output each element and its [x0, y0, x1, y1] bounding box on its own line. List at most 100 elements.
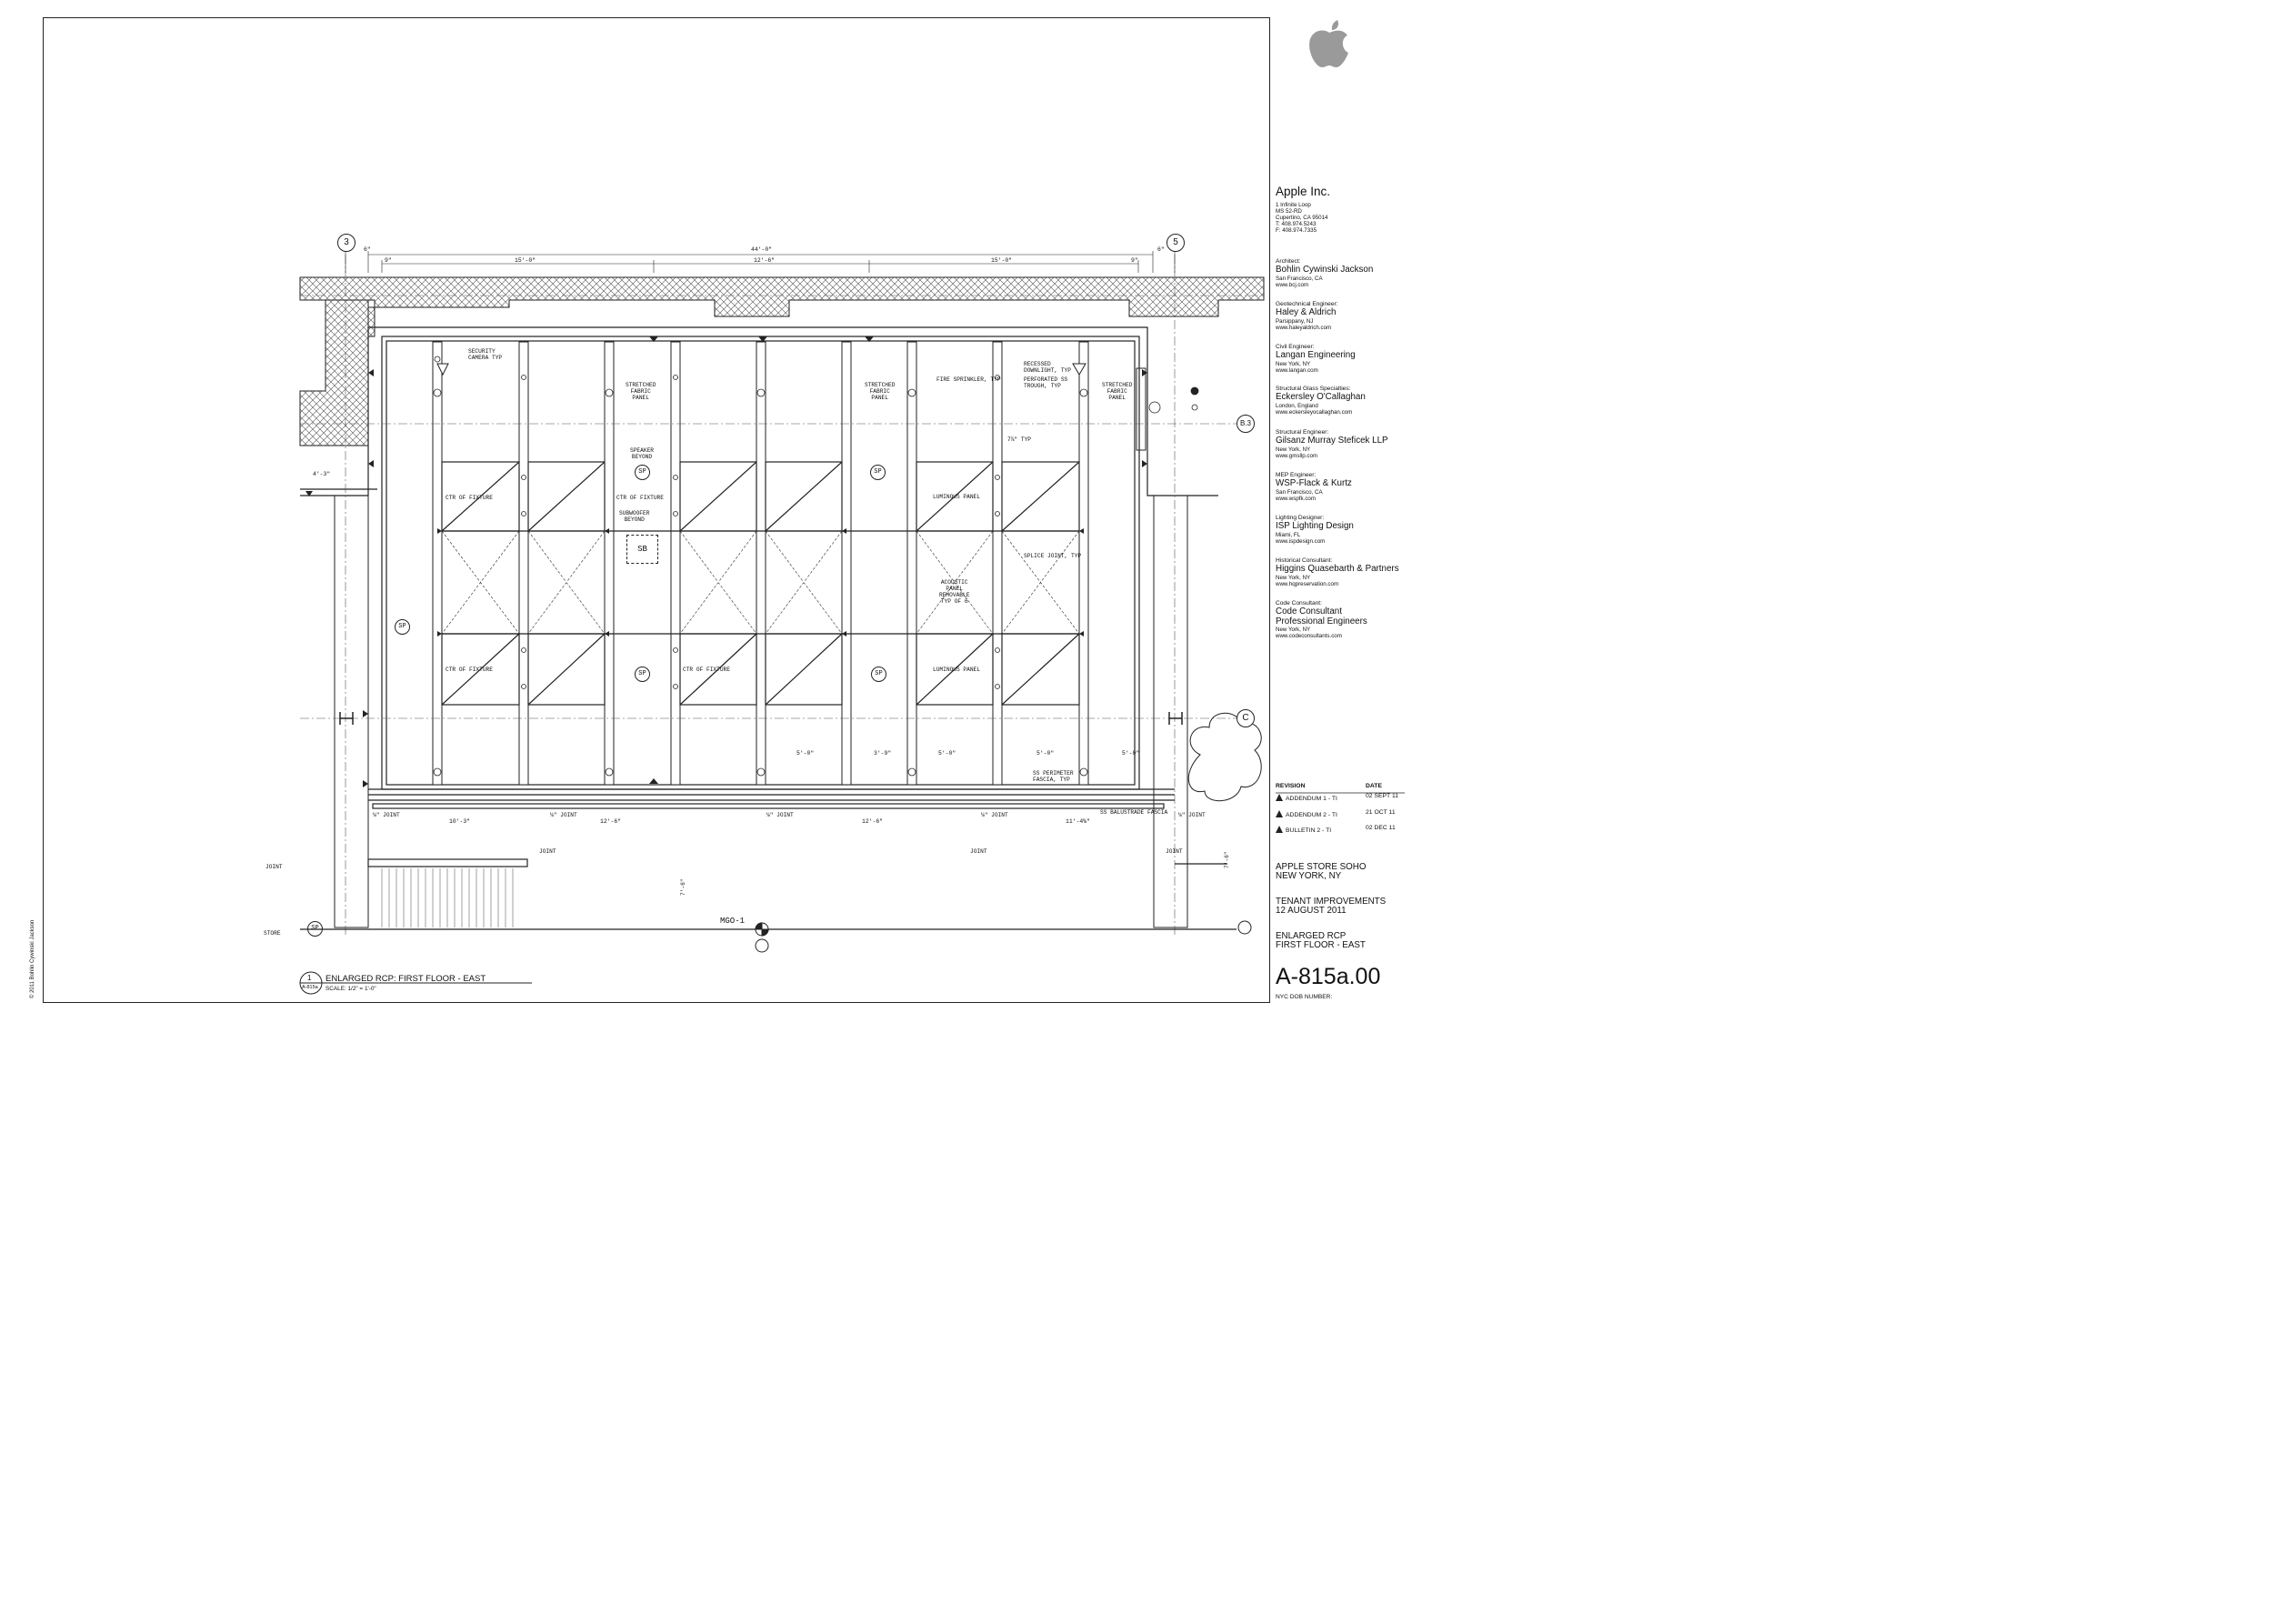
project-name: APPLE STORE SOHO NEW YORK, NY — [1276, 862, 1367, 881]
sheet-number: A-815a.00 — [1276, 964, 1381, 989]
consultant-role: Historical Consultant: — [1276, 557, 1333, 564]
consultant-geotechnical: Geotechnical Engineer: Haley & Aldrich P… — [1276, 301, 1421, 331]
speaker-symbol-1: SP — [635, 465, 650, 480]
callout-splice-joint: SPLICE JOINT, TYP — [1024, 553, 1082, 559]
sprinkler-heads — [433, 388, 1088, 777]
callout-joint-9: JOINT — [265, 864, 283, 870]
downlights — [434, 356, 1199, 689]
consultant-firm: Eckersley O'Callaghan — [1276, 392, 1366, 402]
revision-label: ADDENDUM 2 - TI — [1286, 812, 1337, 818]
consultant-details: New York, NY www.hqpreservation.com — [1276, 574, 1339, 587]
dim-9-left: 9" — [385, 257, 392, 264]
grid-bubble-b3: B.3 — [1237, 415, 1255, 433]
dim-10-3: 10'-3" — [449, 818, 471, 825]
callout-joint-8: JOINT — [1166, 848, 1183, 855]
dim-overall: 44'-0" — [751, 246, 773, 253]
subwoofer-box: SB — [626, 535, 658, 564]
consultant-details: New York, NY www.gmsllp.com — [1276, 446, 1318, 459]
dim-5-c: 5'-0" — [1036, 750, 1055, 757]
callout-ctr-fixture-2: CTR OF FIXTURE — [616, 495, 664, 501]
revision-date: 02 DEC 11 — [1366, 825, 1396, 831]
consultant-historical: Historical Consultant: Higgins Quasebart… — [1276, 557, 1421, 587]
consultant-firm: Bohlin Cywinski Jackson — [1276, 265, 1374, 275]
callout-mgo: MGO-1 — [720, 917, 746, 926]
callout-luminous-panel-2: LUMINOUS PANEL — [933, 667, 980, 673]
consultant-firm: Haley & Aldrich — [1276, 307, 1337, 317]
dim-7-6-right: 7'-6" — [1224, 851, 1230, 868]
consultant-details: San Francisco, CA www.bcj.com — [1276, 275, 1323, 288]
slab-hatch — [299, 276, 1265, 446]
dim-5-b: 5'-0" — [938, 750, 956, 757]
mgo-symbol — [755, 920, 1252, 953]
dim-12-6: 12'-6" — [754, 257, 776, 264]
grid-bubble-5: 5 — [1167, 234, 1185, 252]
sheet-title: ENLARGED RCP FIRST FLOOR - EAST — [1276, 931, 1366, 950]
consultant-firm: Gilsanz Murray Steficek LLP — [1276, 436, 1388, 446]
drawing-sheet-border — [43, 17, 1270, 1003]
callout-recessed-downlight: RECESSED DOWNLIGHT, TYP — [1024, 361, 1071, 374]
consultant-details: London, England www.eckersleyocallaghan.… — [1276, 402, 1353, 416]
revision-date-header: DATE — [1366, 783, 1382, 789]
consultant-firm: ISP Lighting Design — [1276, 521, 1354, 531]
revision-triangle-icon — [1276, 826, 1283, 833]
grid-bubble-3: 3 — [337, 234, 355, 252]
consultant-firm: Langan Engineering — [1276, 350, 1356, 360]
callout-joint-4: ⅛" JOINT — [981, 812, 1008, 818]
consultant-mep: MEP Engineer: WSP-Flack & Kurtz San Fran… — [1276, 472, 1421, 502]
callout-ss-perimeter: SS PERIMETER FASCIA, TYP — [1033, 770, 1074, 783]
dim-5-d: 5'-0" — [1122, 750, 1140, 757]
consultant-role: Structural Glass Specialties: — [1276, 386, 1351, 392]
consultant-structural: Structural Engineer: Gilsanz Murray Stef… — [1276, 429, 1421, 459]
callout-fabric-panel-2: STRETCHED FABRIC PANEL — [865, 382, 896, 401]
dim-9-right: 9" — [1131, 257, 1138, 264]
callout-perforated-trough: PERFORATED SS TROUGH, TYP — [1024, 376, 1068, 389]
dim-6-right: 6" — [1157, 246, 1165, 253]
consultant-firm: Code Consultant Professional Engineers — [1276, 606, 1367, 627]
dim-3-9: 3'-9" — [874, 750, 892, 757]
callout-joint-3: ⅛" JOINT — [766, 812, 794, 818]
consultant-firm: Higgins Quasebarth & Partners — [1276, 564, 1399, 574]
speaker-symbol-6: SP — [307, 921, 323, 937]
callout-luminous-panel-1: LUMINOUS PANEL — [933, 494, 980, 500]
callout-speaker: SPEAKER BEYOND — [630, 447, 654, 460]
copyright: © 2011 Bohlin Cywinski Jackson — [30, 919, 35, 998]
callout-fabric-panel-3: STRETCHED FABRIC PANEL — [1102, 382, 1133, 401]
dim-11-4: 11'-4⅝" — [1066, 818, 1090, 825]
callout-joint-1: ⅛" JOINT — [373, 812, 400, 818]
revision-date: 02 SEPT 11 — [1366, 793, 1399, 799]
callout-fire-sprinkler: FIRE SPRINKLER, TYP — [936, 376, 1001, 383]
drawing-number: 1 — [307, 974, 312, 982]
callout-7-8-typ: 7⅞" TYP — [1007, 436, 1031, 443]
dim-4-3: 4'-3" — [313, 471, 331, 477]
tree-symbol — [1187, 712, 1262, 802]
callout-joint-6: JOINT — [539, 848, 556, 855]
consultant-details: Parsippany, NJ www.haleyaldrich.com — [1276, 317, 1332, 331]
consultant-role: Civil Engineer: — [1276, 344, 1315, 350]
revision-triangle-icon — [1276, 810, 1283, 817]
consultant-role: Lighting Designer: — [1276, 515, 1325, 521]
revision-label: BULLETIN 2 - TI — [1286, 827, 1332, 834]
revision-triangle-icon — [1276, 794, 1283, 801]
company-address: 1 Infinite Loop MS 52-RD Cupertino, CA 9… — [1276, 202, 1328, 235]
apple-logo — [1309, 20, 1348, 67]
dim-12-6-bottom-b: 12'-6" — [862, 818, 884, 825]
speaker-symbol-2: SP — [870, 465, 886, 480]
beam-symbols — [339, 712, 1183, 725]
speaker-symbol-5: SP — [871, 667, 886, 682]
callout-store: STORE — [264, 930, 281, 937]
consultant-role: Structural Engineer: — [1276, 429, 1329, 436]
dim-7-6-left: 7'-6" — [680, 878, 686, 896]
consultant-role: Geotechnical Engineer: — [1276, 301, 1338, 307]
callout-ss-balustrade: SS BALUSTRADE FASCIA — [1100, 809, 1168, 816]
consultant-code: Code Consultant: Code Consultant Profess… — [1276, 600, 1421, 640]
dim-12-6-bottom-a: 12'-6" — [600, 818, 622, 825]
dim-5-a: 5'-0" — [796, 750, 815, 757]
consultant-lighting: Lighting Designer: ISP Lighting Design M… — [1276, 515, 1421, 545]
consultant-role: Architect: — [1276, 258, 1301, 265]
callout-subwoofer: SUBWOOFER BEYOND — [619, 510, 650, 523]
consultant-details: New York, NY www.langan.com — [1276, 360, 1318, 374]
revision-date: 21 OCT 11 — [1366, 809, 1396, 816]
consultant-firm: WSP-Flack & Kurtz — [1276, 478, 1352, 488]
consultant-architect: Architect: Bohlin Cywinski Jackson San F… — [1276, 258, 1421, 288]
consultant-details: San Francisco, CA www.wspfk.com — [1276, 488, 1323, 502]
